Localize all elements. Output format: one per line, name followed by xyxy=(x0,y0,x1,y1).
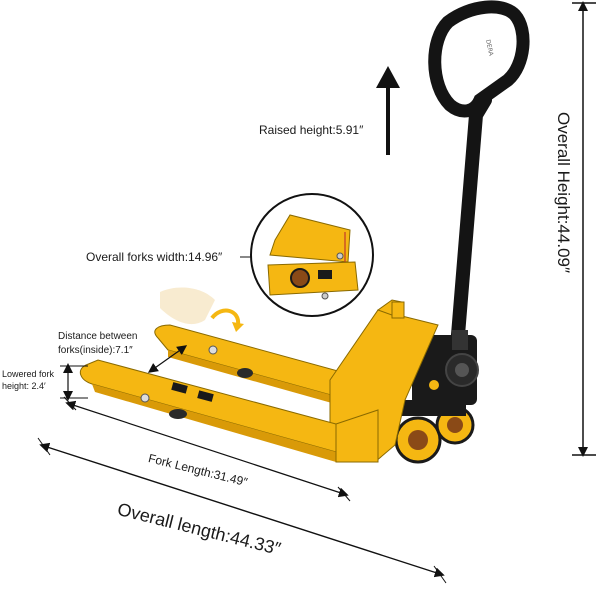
distance-between-label-line1: Distance between xyxy=(58,331,138,342)
detail-inset xyxy=(250,193,374,317)
lowered-height-label-line2: height: 2.4′ xyxy=(2,381,46,391)
steer-wheels xyxy=(394,400,475,464)
rotation-cue xyxy=(160,287,244,332)
svg-text:DERA: DERA xyxy=(484,39,494,57)
handle: DERA xyxy=(428,0,530,342)
overall-forks-width-label: Overall forks width:14.96″ xyxy=(86,250,223,264)
distance-between-label-line2: forks(inside):7.1″ xyxy=(58,345,133,356)
overall-height-dimension xyxy=(572,0,596,457)
overall-length-dimension xyxy=(37,437,447,584)
fork-gap-dimension xyxy=(147,345,188,373)
lowered-height-label-line1: Lowered fork xyxy=(2,369,55,379)
raised-height-arrow xyxy=(376,66,400,155)
overall-height-label: Overall Height:44.09″ xyxy=(554,112,573,273)
pump-assembly xyxy=(412,330,479,405)
raised-height-label: Raised height:5.91″ xyxy=(259,123,364,137)
